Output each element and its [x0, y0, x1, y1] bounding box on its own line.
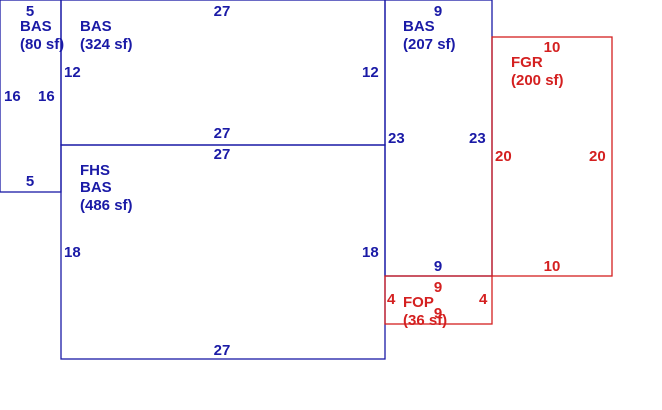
fop-outline [384, 275, 493, 325]
dimension-left: 23 [388, 130, 405, 147]
area-size: (36 sf) [403, 312, 447, 329]
dimension-right: 20 [589, 148, 606, 165]
dimension-bottom: 9 [434, 305, 442, 322]
dimension-right: 12 [362, 64, 379, 81]
area-code-primary: FHS [80, 162, 110, 179]
dimension-top: 9 [434, 3, 442, 20]
dimension-top: 9 [434, 279, 442, 296]
fgr-outline [491, 36, 613, 277]
area-fhs-bas: FHS BAS (486 sf) 27 27 18 18 [64, 146, 379, 359]
dimension-top: 5 [26, 3, 34, 20]
area-code: BAS [403, 18, 435, 35]
area-bas-right: BAS (207 sf) 9 9 23 23 [388, 3, 486, 275]
dimension-bottom: 27 [214, 125, 231, 142]
area-code: BAS [80, 18, 112, 35]
dimension-top: 27 [214, 3, 231, 20]
dimension-left: 18 [64, 244, 81, 261]
area-code: FOP [403, 294, 434, 311]
area-fop: FOP (36 sf) 9 9 4 4 [387, 279, 488, 329]
dimension-right: 23 [469, 130, 486, 147]
area-fgr: FGR (200 sf) 10 10 20 20 [495, 39, 606, 275]
dimension-left: 4 [387, 291, 396, 308]
dimension-left: 16 [4, 88, 21, 105]
area-code: FGR [511, 54, 543, 71]
area-size: (486 sf) [80, 197, 133, 214]
area-bas-top: BAS (324 sf) 27 27 12 12 [64, 3, 379, 142]
dimension-right: 16 [38, 88, 55, 105]
dimension-right: 18 [362, 244, 379, 261]
area-size: (207 sf) [403, 36, 456, 53]
dimension-top: 10 [544, 39, 561, 56]
dimension-left: 12 [64, 64, 81, 81]
area-size: (324 sf) [80, 36, 133, 53]
dimension-bottom: 9 [434, 258, 442, 275]
dimension-left: 20 [495, 148, 512, 165]
area-size: (80 sf) [20, 36, 64, 53]
dimension-bottom: 5 [26, 173, 34, 190]
dimension-right: 4 [479, 291, 488, 308]
dimension-top: 27 [214, 146, 231, 163]
area-code: BAS [20, 18, 52, 35]
dimension-bottom: 27 [214, 342, 231, 359]
dimension-bottom: 10 [544, 258, 561, 275]
area-bas-left: BAS (80 sf) 5 5 16 16 [4, 3, 64, 190]
area-size: (200 sf) [511, 72, 564, 89]
area-code-secondary: BAS [80, 179, 112, 196]
